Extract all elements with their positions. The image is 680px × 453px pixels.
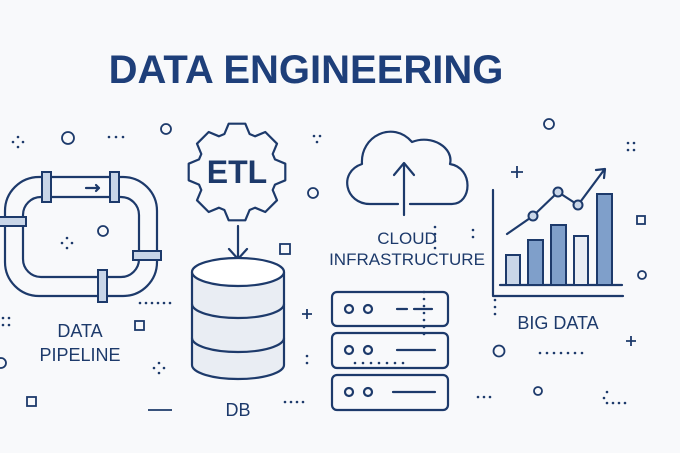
decorative-dot xyxy=(493,298,497,302)
decorative-dot xyxy=(121,135,125,139)
decorative-dot xyxy=(626,141,630,145)
decorative-dot xyxy=(162,366,166,370)
cloud-label-line2: INFRASTRUCTURE xyxy=(329,250,485,269)
decorative-dot xyxy=(493,305,497,309)
decorative-dot xyxy=(377,361,381,365)
decorative-dot xyxy=(138,301,142,305)
decorative-dot xyxy=(107,135,111,139)
decorative-dot xyxy=(433,239,437,243)
decorative-dot xyxy=(11,140,15,144)
decorative-dot xyxy=(433,246,437,250)
decorative-dot xyxy=(65,236,69,240)
etl-label: ETL xyxy=(207,154,267,190)
decorative-dot xyxy=(559,351,563,355)
decorative-dot xyxy=(353,361,357,365)
decorative-dot xyxy=(617,401,621,405)
server-rack-icon xyxy=(330,290,450,412)
decorative-dot xyxy=(611,401,615,405)
decorative-dot xyxy=(433,225,437,229)
decorative-dot xyxy=(157,361,161,365)
decorative-dot xyxy=(312,134,316,138)
decorative-dot xyxy=(471,235,475,239)
decorative-dot xyxy=(488,395,492,399)
decorative-dot xyxy=(566,351,570,355)
page-title: DATA ENGINEERING xyxy=(109,48,504,92)
decorative-dot xyxy=(580,351,584,355)
decorative-dot xyxy=(305,354,309,358)
decorative-dot xyxy=(482,395,486,399)
decorative-dot xyxy=(602,396,606,400)
decorative-dot xyxy=(144,301,148,305)
decorative-dot xyxy=(422,297,426,301)
decorative-dot xyxy=(315,140,319,144)
decorative-dot xyxy=(422,311,426,315)
db-label: DB xyxy=(225,400,250,420)
arrow-down-icon xyxy=(227,224,249,261)
decorative-dot xyxy=(552,351,556,355)
decorative-dot xyxy=(605,401,609,405)
decorative-dot xyxy=(301,400,305,404)
cloud-upload-icon xyxy=(346,130,469,217)
decorative-dot xyxy=(318,134,322,138)
decorative-dot xyxy=(65,246,69,250)
big-data-label: BIG DATA xyxy=(517,313,598,333)
decorative-dot xyxy=(545,351,549,355)
decorative-dot xyxy=(168,301,172,305)
decorative-dot xyxy=(157,371,161,375)
cloud-label-line1: CLOUD xyxy=(377,229,437,248)
decorative-dot xyxy=(289,400,293,404)
decorative-dot xyxy=(21,140,25,144)
decorative-dot xyxy=(156,301,160,305)
decorative-dot xyxy=(632,148,636,152)
decorative-dot xyxy=(7,316,11,320)
decorative-dot xyxy=(471,228,475,232)
database-icon xyxy=(190,256,286,381)
decorative-dot xyxy=(16,135,20,139)
decorative-dot xyxy=(1,323,5,327)
decorative-dot xyxy=(476,395,480,399)
decorative-dot xyxy=(393,361,397,365)
decorative-dot xyxy=(150,301,154,305)
pipeline-label-line2: PIPELINE xyxy=(39,345,120,365)
decorative-dot xyxy=(573,351,577,355)
decorative-dot xyxy=(433,232,437,236)
decorative-dot xyxy=(305,361,309,365)
decorative-dot xyxy=(60,241,64,245)
decorative-dot xyxy=(361,361,365,365)
decorative-dot xyxy=(605,390,609,394)
decorative-dot xyxy=(369,361,373,365)
pipeline-icon xyxy=(0,171,162,303)
decorative-dot xyxy=(162,301,166,305)
decorative-dot xyxy=(152,366,156,370)
decorative-dot xyxy=(16,145,20,149)
decorative-dot xyxy=(422,304,426,308)
decorative-shapes xyxy=(0,118,647,411)
decorative-dot xyxy=(283,400,287,404)
decorative-dots xyxy=(1,134,636,405)
decorative-dot xyxy=(493,312,497,316)
decorative-dot xyxy=(401,361,405,365)
decorative-dot xyxy=(632,141,636,145)
decorative-dot xyxy=(385,361,389,365)
decorative-dot xyxy=(422,332,426,336)
gear-icon xyxy=(187,122,287,222)
decorative-dot xyxy=(114,135,118,139)
decorative-dot xyxy=(422,290,426,294)
decorative-dot xyxy=(623,401,627,405)
decorative-dot xyxy=(422,325,426,329)
decorative-dot xyxy=(422,318,426,322)
decorative-dot xyxy=(295,400,299,404)
bar-chart-icon xyxy=(491,167,625,298)
pipeline-label-line1: DATA xyxy=(57,321,102,341)
decorative-dot xyxy=(538,351,542,355)
decorative-dot xyxy=(626,148,630,152)
decorative-dot xyxy=(70,241,74,245)
decorative-dot xyxy=(1,316,5,320)
decorative-dot xyxy=(7,323,11,327)
